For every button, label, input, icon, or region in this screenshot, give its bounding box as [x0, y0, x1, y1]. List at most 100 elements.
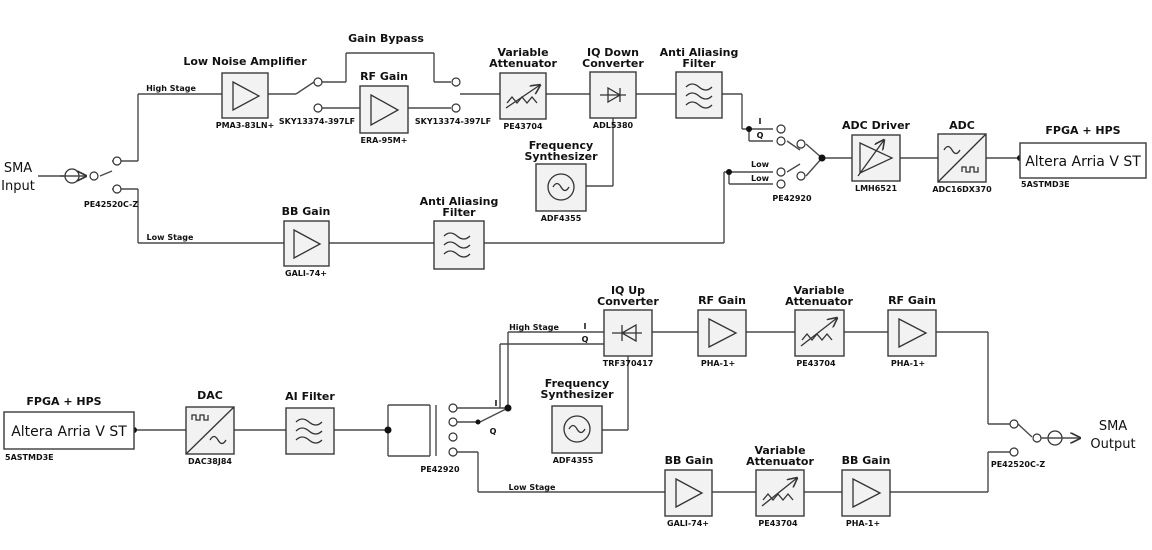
tx-variable-attenuator-block — [794, 309, 845, 357]
sma-input-label-2: Input — [1, 179, 35, 194]
tx-var-att-2-part: PE43704 — [758, 519, 798, 528]
rx-high-stage-label: High Stage — [146, 84, 196, 93]
tx-rf-gain-2-part: PHA-1+ — [891, 359, 925, 368]
anti-aliasing-filter-2-block — [433, 220, 485, 270]
tx-rf-gain-2-block — [887, 309, 937, 357]
tx-bb-gain-1-title: BB Gain — [665, 454, 714, 467]
tx-switch-contacts — [131, 403, 1042, 457]
lna-part: PMA3-83LN+ — [216, 121, 275, 130]
aa2-title-1: Anti Aliasing — [420, 195, 499, 208]
iq-down-title-1: IQ Down — [587, 46, 639, 59]
aa-title-2: Filter — [682, 57, 716, 70]
tx-wiring — [133, 331, 1033, 493]
tx-variable-attenuator-2-block — [755, 469, 805, 517]
iq-down-converter-block — [589, 71, 637, 119]
rx-fpga-label: Altera Arria V ST — [1025, 154, 1141, 170]
aa2-title-2: Filter — [442, 206, 476, 219]
rf-gain-part: ERA-95M+ — [361, 136, 408, 145]
ai-filter-title: AI Filter — [285, 390, 335, 403]
dac-part: DAC38J84 — [188, 457, 232, 466]
tx-bb-gain-2-block — [841, 469, 891, 517]
adc-block — [937, 133, 987, 183]
tx-var-att-title-2: Attenuator — [785, 295, 853, 308]
rf-gain-block — [359, 85, 409, 134]
bb-gain-part: GALI-74+ — [285, 269, 327, 278]
aa-title-1: Anti Aliasing — [660, 46, 739, 59]
iq-up-title-1: IQ Up — [611, 284, 645, 297]
sma-input-label-1: SMA — [4, 161, 32, 176]
variable-attenuator-block — [499, 72, 547, 120]
tx-high-stage-label: High Stage — [509, 323, 559, 332]
adc-title: ADC — [949, 119, 975, 132]
output-switch-part: PE42520C-Z — [991, 460, 1046, 469]
tx-synth-part: ADF4355 — [553, 456, 594, 465]
sw1-part: SKY13374-397LF — [279, 117, 355, 126]
tx-var-att-part: PE43704 — [796, 359, 836, 368]
tx-synth-title-2: Synthesizer — [540, 388, 614, 401]
ai-filter-block — [285, 407, 335, 455]
tx-frequency-synthesizer-block — [551, 405, 603, 454]
rx-fpga-part: 5ASTMD3E — [1021, 180, 1070, 189]
tx-rf-gain-1-title: RF Gain — [698, 294, 746, 307]
bb-gain-title: BB Gain — [282, 205, 331, 218]
iq-up-title-2: Converter — [597, 295, 659, 308]
lna-block — [221, 72, 269, 119]
rx-synth-title-1: Frequency — [529, 139, 593, 152]
tx-low-stage-label: Low Stage — [509, 483, 556, 492]
sma-output-label-1: SMA — [1099, 419, 1127, 434]
tx-var-att-2-title-1: Variable — [754, 444, 805, 457]
tx-fpga-label: Altera Arria V ST — [11, 424, 127, 440]
sw2-part: SKY13374-397LF — [415, 117, 491, 126]
bb-gain-block — [283, 220, 330, 267]
iq-up-part: TRF370417 — [603, 359, 653, 368]
rx-i-label: I — [759, 117, 762, 126]
rx-synth-title-2: Synthesizer — [524, 150, 598, 163]
rx-q-label: Q — [757, 131, 764, 140]
rx-frequency-synthesizer-block — [535, 163, 587, 212]
tx-iq-q-label: Q — [582, 335, 589, 344]
tx-bb-gain-1-part: GALI-74+ — [667, 519, 709, 528]
adc-part: ADC16DX370 — [932, 185, 992, 194]
lna-title: Low Noise Amplifier — [183, 55, 307, 68]
iq-down-part: ADL5380 — [593, 121, 634, 130]
adc-driver-part: LMH6521 — [855, 184, 897, 193]
rx-synth-part: ADF4355 — [541, 214, 582, 223]
rx-fpga-block — [1019, 142, 1147, 179]
iq-up-converter-block — [603, 309, 653, 357]
dac-title: DAC — [197, 389, 223, 402]
adc-driver-block — [851, 134, 901, 182]
tx-fpga-part: 5ASTMD3E — [5, 453, 54, 462]
adc-driver-title: ADC Driver — [842, 119, 911, 132]
rf-gain-title: RF Gain — [360, 70, 408, 83]
tx-rf-gain-2-title: RF Gain — [888, 294, 936, 307]
tx-var-att-title-1: Variable — [793, 284, 844, 297]
tx-switch-part: PE42920 — [420, 465, 460, 474]
tx-rf-gain-1-block — [697, 309, 747, 357]
sma-output-label-2: Output — [1090, 437, 1135, 452]
tx-rf-gain-1-part: PHA-1+ — [701, 359, 735, 368]
rx-fpga-title: FPGA + HPS — [1045, 124, 1120, 137]
sma-input-connector — [60, 168, 86, 184]
tx-q-label: Q — [490, 427, 497, 436]
rx-mux-part: PE42920 — [772, 194, 812, 203]
tx-iq-i-label: I — [584, 322, 587, 331]
tx-bb-gain-2-part: PHA-1+ — [846, 519, 880, 528]
dac-block — [185, 406, 235, 455]
tx-synth-title-1: Frequency — [545, 377, 609, 390]
tx-var-att-2-title-2: Attenuator — [746, 455, 814, 468]
tx-i-label: I — [495, 399, 498, 408]
rx-low-a-label: Low — [751, 160, 770, 169]
var-att-title-2: Attenuator — [489, 57, 557, 70]
gain-bypass-label: Gain Bypass — [348, 32, 424, 45]
input-switch-part: PE42520C-Z — [84, 200, 139, 209]
tx-bb-gain-2-title: BB Gain — [842, 454, 891, 467]
var-att-part: PE43704 — [503, 122, 543, 131]
tx-bb-gain-1-block — [664, 469, 713, 517]
rx-low-stage-label: Low Stage — [147, 233, 194, 242]
tx-fpga-block — [3, 411, 135, 450]
sma-output-connector — [1041, 430, 1080, 446]
anti-aliasing-filter-block — [675, 71, 723, 119]
rx-low-b-label: Low — [751, 174, 770, 183]
var-att-title-1: Variable — [497, 46, 548, 59]
